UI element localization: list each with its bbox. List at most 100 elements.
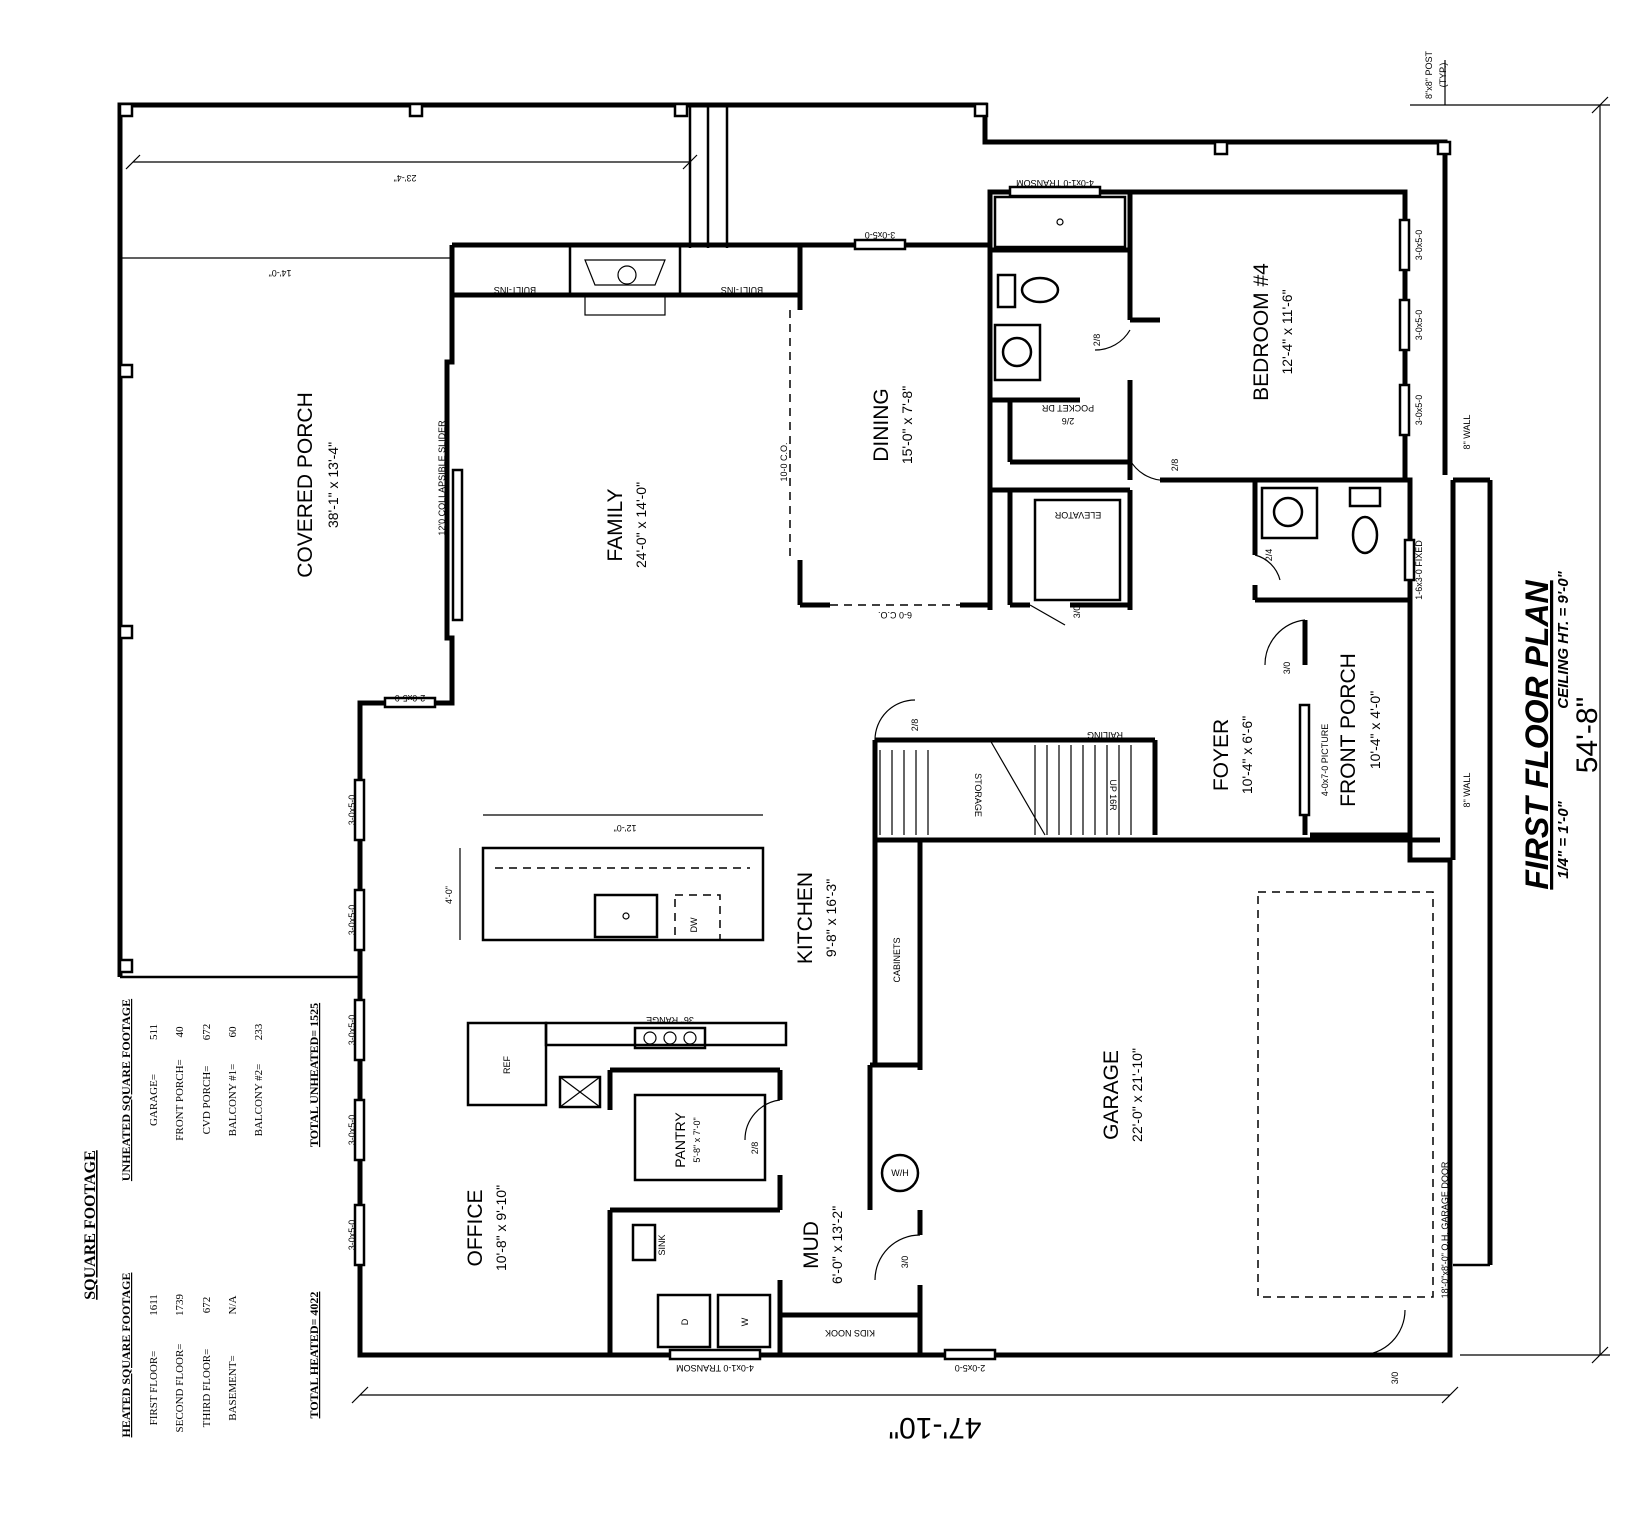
range-label: 36" RANGE	[646, 1015, 694, 1025]
door-30-mud: 3/0	[900, 1256, 910, 1269]
unheated-4-label: BALCONY #1=	[227, 1064, 239, 1137]
unheated-3-label: CVD PORCH=	[201, 1066, 213, 1135]
built-ins-right: BUILT-INS	[721, 285, 763, 295]
elevator-label: ELEVATOR	[1054, 510, 1101, 520]
fixed-window: 1-6x3-0 FIXED	[1414, 540, 1424, 600]
door-28-b: 2/8	[1170, 459, 1180, 472]
exterior-walls	[357, 189, 1493, 1358]
island-width: 4'-0"	[444, 886, 454, 904]
pocket-size: 2/6	[1062, 416, 1075, 426]
wall-8-top: 8" WALL	[1462, 415, 1472, 450]
door-30-foyer: 3/0	[1282, 662, 1292, 675]
unheated-3-value: 672	[201, 1024, 213, 1041]
unheated-1-value: 511	[148, 1024, 160, 1040]
window-30x50-7: 3-0x5-0	[1414, 310, 1424, 341]
heated-3-value: 672	[201, 1297, 213, 1314]
porch-post	[1436, 140, 1452, 156]
covered-porch-structure	[117, 102, 1452, 979]
refrigerator	[466, 1021, 548, 1107]
water-heater	[880, 1153, 920, 1193]
wh-label: W/H	[891, 1168, 909, 1178]
heated-2-label: SECOND FLOOR=	[174, 1343, 186, 1432]
heated-4-label: BASEMENT=	[227, 1355, 239, 1420]
door-28-stair: 2/8	[910, 719, 920, 732]
unheated-5-value: 233	[253, 1023, 265, 1040]
ceiling-height: CEILING HT. = 9'-0"	[1555, 570, 1572, 708]
dw-label: DW	[689, 917, 699, 932]
washer-label: W	[740, 1317, 750, 1326]
garage-name: GARAGE	[1100, 1050, 1123, 1140]
office-name: OFFICE	[464, 1190, 487, 1267]
pantry-name: PANTRY	[672, 1112, 688, 1168]
window-30x50-4: 3-0x5-0	[347, 1115, 357, 1146]
dishwasher	[674, 894, 721, 941]
total-heated: TOTAL HEATED= 4022	[307, 1292, 321, 1419]
wall-8-bottom: 8" WALL	[1462, 773, 1472, 808]
island-sink	[593, 893, 659, 939]
island-length: 12'-0"	[614, 823, 637, 833]
kitchen-name: KITCHEN	[794, 872, 817, 964]
fixtures	[466, 195, 1434, 1356]
covered-porch-size: 38'-1" x 13'-4"	[325, 442, 341, 528]
foyer-name: FOYER	[1210, 719, 1233, 791]
porch-post	[408, 102, 424, 118]
door-24: 2/4	[1264, 549, 1274, 562]
mud-name: MUD	[800, 1221, 823, 1269]
window-20x50-a: 2-0x5-0	[395, 693, 426, 703]
window-30x50-5: 3-0x5-0	[347, 1220, 357, 1251]
sqft-title: SQUARE FOOTAGE	[82, 1150, 99, 1300]
fireplace	[568, 243, 682, 297]
family-size: 24'-0" x 14'-0"	[633, 482, 649, 568]
co-6: 6-0 C.O.	[878, 610, 912, 620]
porch-post	[118, 958, 134, 974]
kitchen-island	[481, 846, 765, 942]
bedroom-size: 12'-4" x 11'-6"	[1279, 289, 1295, 374]
window-dining: 3-0x5-0	[865, 230, 896, 240]
unheated-2-value: 40	[174, 1026, 186, 1038]
heated-title: HEATED SQUARE FOOTAGE	[119, 1273, 133, 1438]
storage-label: STORAGE	[973, 773, 983, 817]
post-note: 8"x8" POST	[1424, 51, 1434, 99]
front-porch-size: 10'-4" x 4'-0"	[1367, 691, 1383, 769]
windows	[353, 185, 1416, 1361]
covered-porch-name: COVERED PORCH	[294, 392, 317, 578]
overall-depth: 54'-8"	[1571, 697, 1604, 773]
front-porch-name: FRONT PORCH	[1337, 653, 1360, 807]
porch-dimension-2: 14'-0"	[269, 268, 292, 278]
square-footage-table: SQUARE FOOTAGE HEATED SQUARE FOOTAGE FIR…	[82, 999, 321, 1438]
ref-label: REF	[502, 1055, 512, 1074]
pantry-shelves	[633, 1093, 767, 1182]
dining-name: DINING	[870, 388, 893, 462]
post-typ: (TYP.)	[1438, 63, 1448, 88]
office-size: 10'-8" x 9'-10"	[493, 1185, 509, 1271]
heated-2-value: 1739	[174, 1294, 186, 1317]
plan-title: FIRST FLOOR PLAN	[1519, 579, 1555, 889]
porch-post	[973, 102, 989, 118]
dining-size: 15'-0" x 7'-8"	[899, 386, 915, 464]
porch-post	[118, 102, 134, 118]
foyer-size: 10'-4" x 6'-6"	[1239, 716, 1255, 794]
heated-3-label: THIRD FLOOR=	[201, 1349, 213, 1428]
garage-size: 22'-0" x 21'-10"	[1129, 1048, 1145, 1142]
unheated-1-label: GARAGE=	[148, 1074, 160, 1126]
door-30-garage: 3/0	[1390, 1372, 1400, 1385]
slider-note: 12'0 COLLAPSIBLE SLIDER	[437, 420, 447, 536]
porch-post	[673, 102, 689, 118]
railing-label: RAILING	[1087, 730, 1123, 740]
porch-post	[1213, 140, 1229, 156]
sink-label: SINK	[657, 1234, 667, 1255]
porch-dimension: 23'-4"	[394, 173, 417, 183]
window-30x50-1: 3-0x5-0	[347, 795, 357, 826]
window-30x50-2: 3-0x5-0	[347, 905, 357, 936]
annotations: 23'-4" 14'-0" 4-0x1-0 TRANSOM 3-0x5-0 BU…	[269, 51, 1472, 1385]
unheated-2-label: FRONT PORCH=	[174, 1059, 186, 1141]
pantry-size: 5'-8" x 7'-0"	[692, 1117, 702, 1162]
total-unheated: TOTAL UNHEATED= 1525	[307, 1003, 321, 1147]
room-labels: COVERED PORCH 38'-1" x 13'-4" FAMILY 24'…	[294, 263, 1383, 1284]
porch-post	[118, 363, 134, 379]
overall-width: 47'-10"	[888, 1411, 981, 1444]
cabinets-label: CABINETS	[892, 937, 902, 982]
window-30x50-8: 3-0x5-0	[1414, 395, 1424, 426]
picture-window: 4-0x7-0 PICTURE	[1320, 724, 1330, 797]
